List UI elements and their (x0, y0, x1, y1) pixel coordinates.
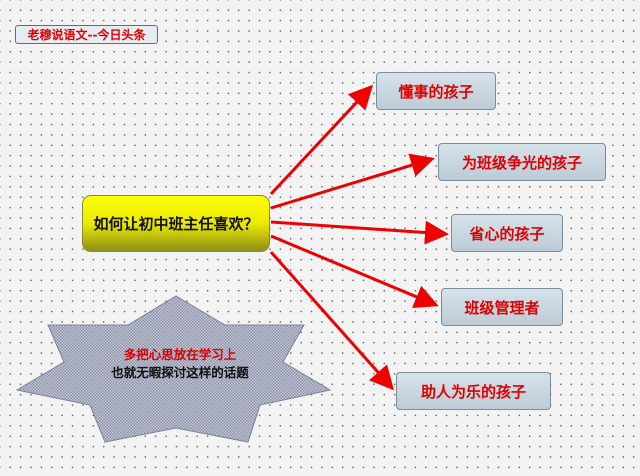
arrow-5 (269, 251, 394, 391)
title-label: 老穆说语文--今日头条 (15, 25, 158, 44)
branch-topic[interactable]: 为班级争光的孩子 (438, 143, 606, 181)
branch-topic[interactable]: 班级管理者 (441, 288, 563, 326)
branch-topic[interactable]: 懂事的孩子 (376, 72, 496, 110)
branch-topic[interactable]: 助人为乐的孩子 (396, 372, 551, 410)
note-line-1: 多把心思放在学习上 (123, 347, 237, 362)
arrow-2 (270, 153, 435, 210)
star-shape (15, 295, 332, 443)
arrow-4 (270, 234, 439, 308)
arrow-1 (269, 84, 374, 196)
branch-topic[interactable]: 省心的孩子 (451, 214, 563, 252)
note-line-2: 也就无暇探讨这样的话题 (111, 365, 249, 380)
arrow-3 (270, 220, 449, 245)
star-note[interactable]: 多把心思放在学习上 也就无暇探讨这样的话题 (60, 346, 300, 382)
central-topic[interactable]: 如何让初中班主任喜欢？ (82, 195, 270, 252)
